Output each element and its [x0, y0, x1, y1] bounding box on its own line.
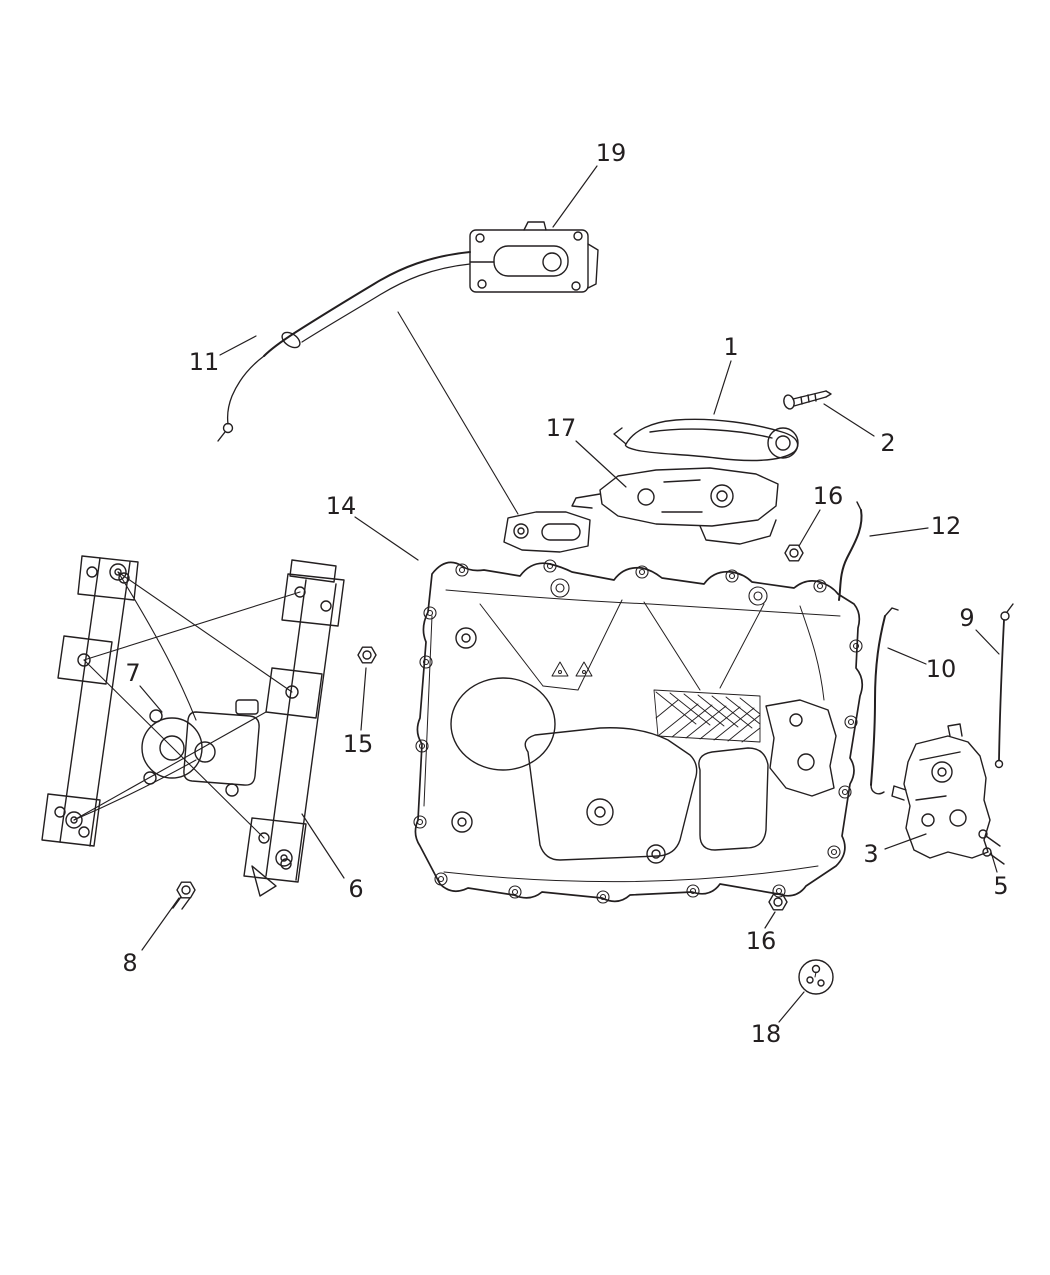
part-16-nut-lower [768, 893, 788, 911]
callout-12: 12 [930, 512, 962, 540]
part-19-cable-bracket [469, 221, 599, 293]
panel-warning-glyphs [551, 661, 593, 677]
callout-2: 2 [880, 429, 896, 457]
part-16-nut-upper [784, 544, 804, 562]
callout-6: 6 [348, 875, 364, 903]
panel-mesh-patch [653, 689, 761, 743]
leader-lines [139, 165, 1000, 1023]
callout-19: 19 [595, 139, 627, 167]
callout-1: 1 [723, 333, 739, 361]
callout-16-lower: 16 [745, 927, 777, 955]
callout-10: 10 [925, 655, 957, 683]
part-8-bolt [172, 881, 196, 910]
panel-pulleys [451, 627, 666, 864]
part-12-lock-rod [838, 501, 863, 601]
panel-screw-holes [413, 559, 863, 904]
panel-rib-lines [479, 599, 825, 701]
callout-8: 8 [122, 949, 138, 977]
regulator-cables [73, 571, 301, 839]
callout-9: 9 [959, 604, 975, 632]
callout-5: 5 [993, 872, 1009, 900]
panel-latch-mount [765, 699, 837, 797]
part-3-door-latch [891, 723, 991, 859]
part-2-handle-screw [783, 390, 832, 410]
part-15-nut [357, 646, 377, 664]
panel-inside-handle-bracket [503, 511, 591, 553]
callout-18: 18 [750, 1020, 782, 1048]
part-11-release-cable [217, 251, 519, 515]
part-5-latch-screws [978, 829, 1005, 865]
callout-11: 11 [188, 348, 220, 376]
callout-3: 3 [863, 840, 879, 868]
callout-16-upper: 16 [812, 482, 844, 510]
part-17-carrier-bracket [571, 467, 779, 545]
callout-14: 14 [325, 492, 357, 520]
part-1-exterior-handle [613, 418, 799, 462]
part-14-door-module-panel [413, 511, 864, 904]
part-7-regulator-motor [141, 699, 260, 797]
callout-7: 7 [125, 659, 141, 687]
part-9-latch-rod [994, 603, 1014, 769]
part-6-window-regulator [41, 555, 345, 897]
part-10-latch-rod [870, 607, 899, 795]
part-18-access-plug [798, 959, 834, 995]
callout-17: 17 [545, 414, 577, 442]
callout-15: 15 [342, 730, 374, 758]
